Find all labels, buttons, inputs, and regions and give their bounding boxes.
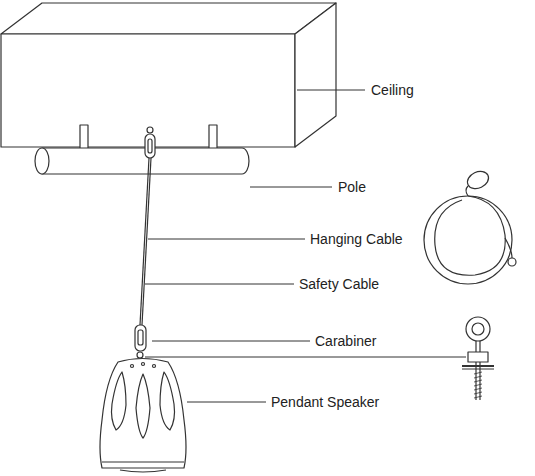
ceiling-block	[1, 3, 336, 147]
part-label: Pole	[337, 179, 367, 195]
pendant-speaker	[100, 359, 186, 473]
pole	[35, 148, 249, 174]
part-label: Pendant Speaker	[270, 394, 380, 410]
leader-lines	[145, 90, 466, 402]
part-label: Safety Cable	[298, 276, 380, 292]
part-label: Ceiling	[370, 82, 415, 98]
eye-bolt	[462, 317, 494, 400]
cables	[140, 158, 151, 325]
top-carabiner	[145, 127, 155, 158]
part-label: Hanging Cable	[309, 231, 404, 247]
part-label: Carabiner	[314, 333, 377, 349]
bottom-carabiner	[135, 325, 146, 358]
safety-cable-coil	[424, 168, 516, 284]
